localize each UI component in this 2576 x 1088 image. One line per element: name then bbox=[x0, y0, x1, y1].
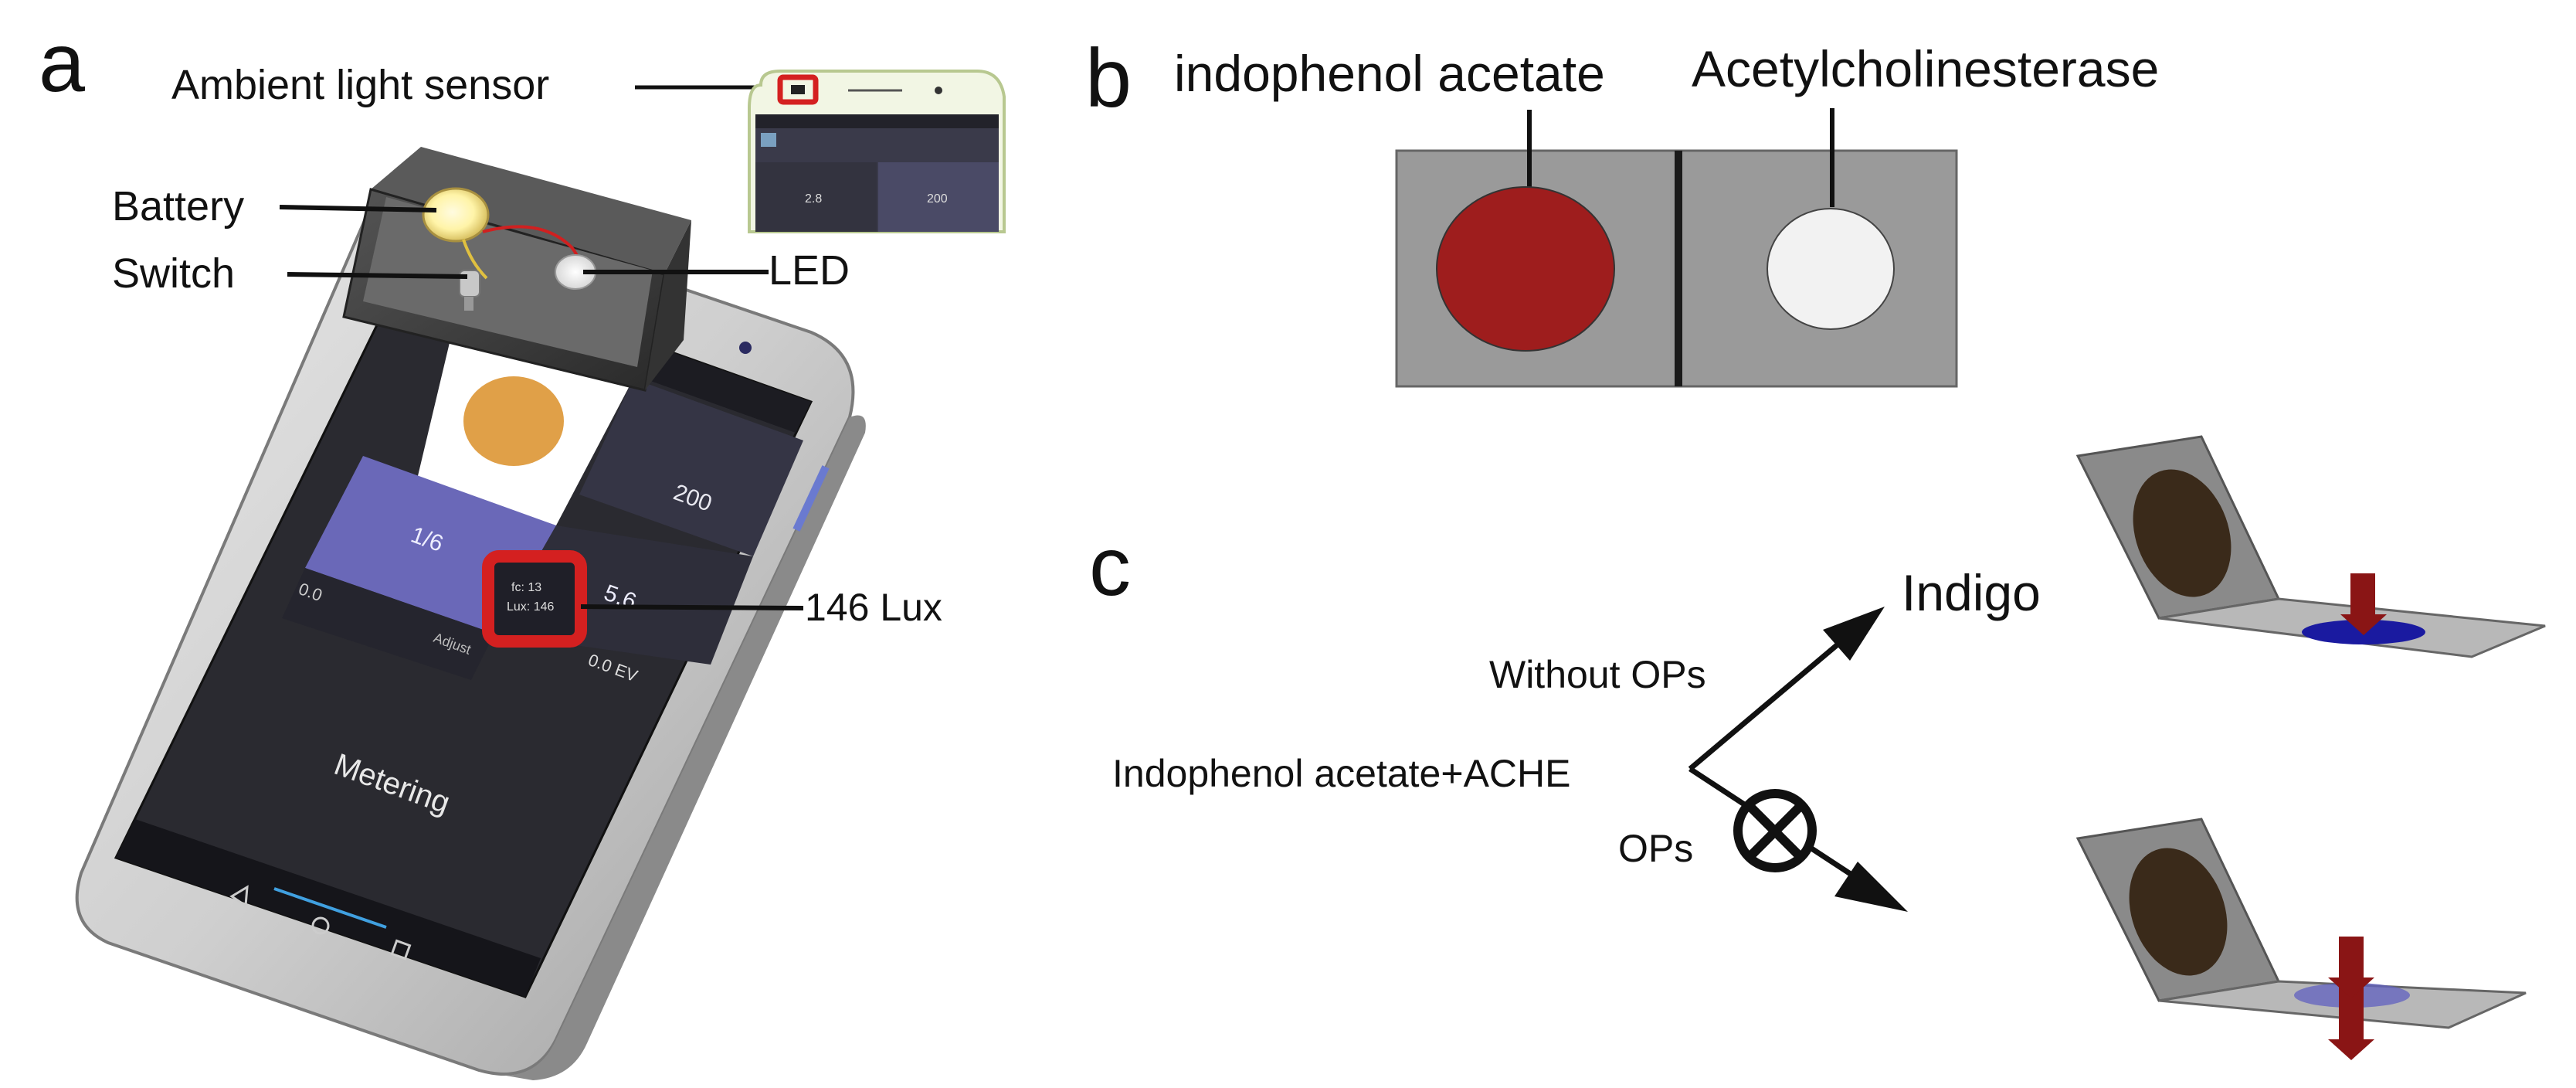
nav-recents-icon bbox=[390, 939, 412, 960]
panel-c: c Indigo Without OPs Indophenol acetate+… bbox=[1089, 435, 2546, 1060]
panel-b-letter: b bbox=[1085, 31, 1132, 124]
label-without-ops: Without OPs bbox=[1489, 653, 1706, 696]
arrow-ops-head bbox=[1834, 862, 1908, 912]
inset-status-bar bbox=[755, 114, 999, 128]
box-top bbox=[371, 147, 691, 274]
inset-phone: 2.8 200 bbox=[748, 70, 1006, 233]
folded-card-indigo bbox=[2075, 435, 2546, 658]
panel-a-letter: a bbox=[39, 15, 86, 109]
inhibition-icon bbox=[1733, 789, 1817, 872]
lux-highlight-box bbox=[482, 550, 587, 648]
label-switch: Switch bbox=[112, 250, 235, 297]
panel-b: b indophenol acetate Acetylcholinesteras… bbox=[1085, 31, 2159, 388]
ache-spot bbox=[1767, 208, 1895, 330]
inset-sensor-highlight bbox=[777, 74, 819, 105]
label-battery: Battery bbox=[112, 183, 244, 230]
test-card-fold bbox=[1675, 151, 1682, 386]
panel-c-letter: c bbox=[1089, 519, 1131, 613]
nav-home-icon bbox=[311, 916, 330, 935]
red-arrow-head-bottom bbox=[2328, 1039, 2374, 1060]
label-ops: OPs bbox=[1618, 827, 1693, 870]
yellow-wire bbox=[462, 239, 488, 280]
label-acetylcholinesterase: Acetylcholinesterase bbox=[1692, 40, 2159, 97]
red-arrow-head-top bbox=[2340, 614, 2387, 635]
label-reaction: Indophenol acetate+ACHE bbox=[1112, 752, 1570, 795]
lux-overlay-line2: Lux: 146 bbox=[507, 600, 554, 614]
sample-spot-preview bbox=[463, 376, 564, 466]
arrow-without-ops-shaft bbox=[1688, 622, 1864, 771]
folded-card-ops bbox=[2075, 818, 2527, 1060]
inset-left-value: 2.8 bbox=[805, 192, 822, 206]
label-lux-reading: 146 Lux bbox=[805, 586, 942, 629]
inset-tile-right bbox=[878, 162, 999, 232]
nav-back-icon bbox=[229, 885, 249, 908]
iso-tile bbox=[579, 379, 803, 556]
leader-battery bbox=[279, 205, 437, 212]
volume-button bbox=[792, 465, 830, 532]
brown-spot-bottom bbox=[2129, 848, 2228, 976]
panel-a: a 200 1/6 5.6 0.0 bbox=[39, 15, 1006, 1080]
label-led: LED bbox=[769, 247, 850, 294]
inset-app-icon bbox=[761, 133, 776, 147]
label-ambient-light-sensor: Ambient light sensor bbox=[171, 62, 549, 108]
leader-switch bbox=[287, 272, 468, 279]
arrow-without-ops-head bbox=[1823, 607, 1885, 661]
red-arrow-shaft-top bbox=[2350, 573, 2375, 620]
phone-side-edge bbox=[506, 415, 866, 1080]
sensor-attachment-box bbox=[342, 147, 691, 392]
red-arrow-mid-head bbox=[2328, 978, 2374, 998]
battery-cell bbox=[422, 187, 490, 243]
lux-overlay-line1: fc: 13 bbox=[511, 581, 541, 594]
leader-lux bbox=[580, 604, 804, 610]
label-indigo: Indigo bbox=[1902, 564, 2041, 621]
inset-camera-icon bbox=[935, 87, 942, 94]
box-inner bbox=[363, 197, 653, 367]
inset-sensor bbox=[791, 85, 805, 94]
nav-indicator bbox=[273, 887, 387, 929]
indophenol-spot bbox=[1436, 186, 1615, 352]
switch-lever bbox=[464, 297, 473, 311]
box-side bbox=[645, 220, 691, 390]
front-camera-icon bbox=[739, 342, 752, 354]
inset-tile-left bbox=[755, 162, 877, 232]
ev-bar bbox=[282, 568, 494, 680]
inset-right-value: 200 bbox=[927, 192, 948, 206]
brown-spot-top bbox=[2133, 469, 2232, 597]
label-indophenol-acetate: indophenol acetate bbox=[1174, 45, 1605, 102]
